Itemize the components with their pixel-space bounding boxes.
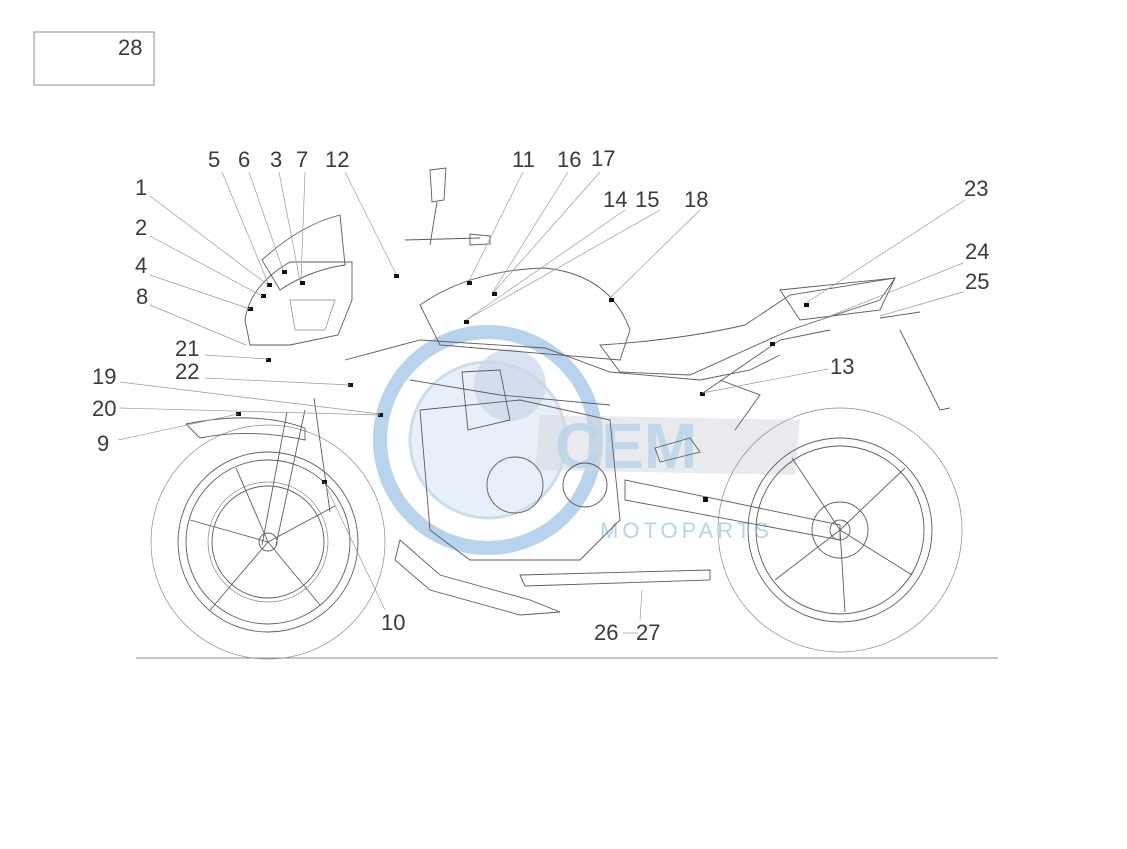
- motorcycle-illustration: [150, 167, 963, 660]
- decal-marker: [322, 480, 327, 484]
- decal-marker: [492, 292, 497, 296]
- callout-10: 10: [381, 610, 405, 635]
- front-wheel: [150, 424, 386, 660]
- callout-16: 16: [557, 147, 581, 172]
- decal-marker: [348, 383, 353, 387]
- callout-9: 9: [97, 431, 109, 456]
- callout-8: 8: [136, 284, 148, 309]
- decal-markers: [236, 270, 809, 502]
- callout-7: 7: [296, 147, 308, 172]
- inset-box-label: 28: [118, 35, 142, 60]
- callout-21: 21: [175, 336, 199, 361]
- callout-22: 22: [175, 359, 199, 384]
- decal-marker: [261, 294, 266, 298]
- frame: [344, 339, 781, 406]
- license-plate-holder: [879, 311, 951, 411]
- engine: [419, 369, 621, 561]
- watermark-logo: CEM MOTOPARTS: [373, 325, 800, 555]
- callout-4: 4: [135, 253, 147, 278]
- callout-26: 26: [594, 620, 618, 645]
- watermark-text: MOTOPARTS: [600, 518, 773, 543]
- fuel-tank: [419, 267, 631, 361]
- callout-11: 11: [512, 147, 535, 172]
- callout-13: 13: [830, 354, 854, 379]
- callout-25: 25: [965, 269, 989, 294]
- decal-marker: [300, 281, 305, 285]
- callout-24: 24: [965, 239, 989, 264]
- rear-subframe: [699, 329, 831, 396]
- mirror: [429, 167, 447, 246]
- exhaust: [519, 569, 711, 587]
- decal-marker: [770, 342, 775, 346]
- decal-marker: [378, 413, 383, 417]
- decal-marker: [703, 497, 708, 502]
- headlight: [289, 299, 336, 331]
- callout-6: 6: [238, 147, 250, 172]
- decal-marker: [267, 283, 272, 287]
- windscreen: [261, 214, 346, 291]
- footpeg-bracket: [654, 437, 701, 463]
- callout-5: 5: [208, 147, 220, 172]
- rear-wheel: [717, 407, 963, 653]
- decal-marker: [282, 270, 287, 274]
- callout-17: 17: [591, 146, 615, 171]
- tail-unit: [779, 277, 896, 321]
- decal-marker: [236, 412, 241, 416]
- callout-2: 2: [135, 215, 147, 240]
- rear-shock: [719, 379, 761, 431]
- callout-19: 19: [92, 364, 116, 389]
- callout-labels: 1 2 4 8 5 6 3 7 12 11 16 17 14 15 18 23 …: [92, 146, 989, 645]
- decal-marker: [266, 358, 271, 362]
- front-fairing: [244, 261, 353, 346]
- callout-18: 18: [684, 187, 708, 212]
- callout-20: 20: [92, 396, 116, 421]
- leader-lines: [117, 171, 966, 634]
- swingarm: [624, 479, 841, 541]
- inset-box-28: 28: [33, 31, 155, 86]
- decal-marker: [700, 392, 705, 396]
- callout-1: 1: [135, 175, 147, 200]
- watermark-brand: CEM: [555, 410, 697, 482]
- handlebar: [404, 233, 491, 246]
- decal-marker: [804, 303, 809, 307]
- callout-27: 27: [636, 620, 660, 645]
- front-fender: [185, 417, 306, 441]
- decal-marker: [609, 298, 614, 302]
- callout-23: 23: [964, 176, 988, 201]
- callout-3: 3: [270, 147, 282, 172]
- callout-15: 15: [635, 187, 659, 212]
- front-fork: [261, 397, 331, 546]
- belly-pan: [394, 539, 561, 616]
- callout-12: 12: [325, 147, 349, 172]
- seat: [599, 277, 896, 376]
- decal-marker: [394, 274, 399, 278]
- decal-marker: [467, 281, 472, 285]
- callout-14: 14: [603, 187, 627, 212]
- decal-marker: [248, 307, 253, 311]
- decal-marker: [464, 320, 469, 324]
